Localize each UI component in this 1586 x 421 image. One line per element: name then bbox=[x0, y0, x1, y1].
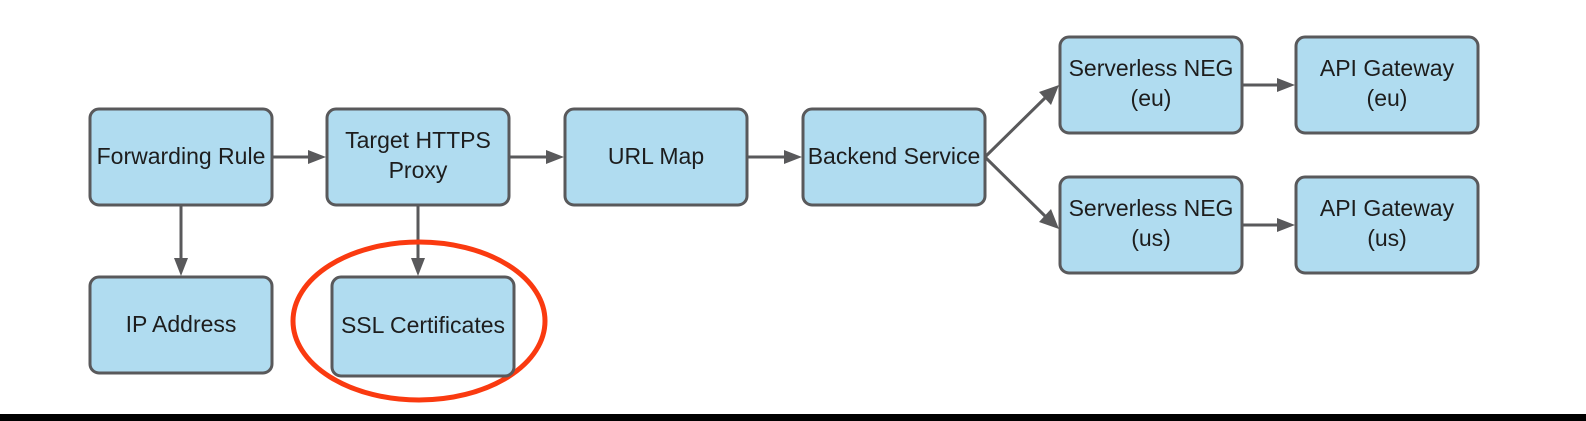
edge-forwarding-rule-to-ip-address bbox=[174, 205, 188, 276]
edge-forwarding-rule-to-target-https-proxy bbox=[272, 150, 326, 164]
edge-target-https-proxy-to-url-map bbox=[509, 150, 564, 164]
node-layer: Forwarding Rule Target HTTPS Proxy URL M… bbox=[88, 35, 1480, 378]
node-api-gateway-eu-label-line2: (eu) bbox=[1367, 85, 1408, 111]
node-target-https-proxy-label-line1: Target HTTPS bbox=[345, 127, 491, 153]
node-serverless-neg-eu-label-line1: Serverless NEG bbox=[1069, 55, 1234, 81]
node-serverless-neg-us[interactable]: Serverless NEG (us) bbox=[1058, 175, 1244, 275]
node-api-gateway-us[interactable]: API Gateway (us) bbox=[1294, 175, 1480, 275]
node-api-gateway-eu-shape[interactable] bbox=[1294, 35, 1480, 135]
node-target-https-proxy-label-line2: Proxy bbox=[389, 157, 448, 183]
bottom-bar bbox=[0, 414, 1586, 421]
node-ssl-certificates-shape[interactable] bbox=[330, 275, 516, 378]
node-ssl-certificates-label: SSL Certificates bbox=[341, 312, 505, 338]
edge-backend-service-to-serverless-neg-us bbox=[983, 155, 1059, 229]
node-api-gateway-us-label-line1: API Gateway bbox=[1320, 195, 1455, 221]
node-ip-address-label: IP Address bbox=[126, 311, 237, 337]
node-url-map-shape[interactable] bbox=[563, 107, 749, 207]
node-forwarding-rule-label: Forwarding Rule bbox=[97, 143, 266, 169]
node-url-map-label: URL Map bbox=[608, 143, 704, 169]
node-serverless-neg-eu-label-line2: (eu) bbox=[1131, 85, 1172, 111]
node-serverless-neg-us-label-line1: Serverless NEG bbox=[1069, 195, 1234, 221]
node-serverless-neg-eu-shape[interactable] bbox=[1058, 35, 1244, 135]
node-api-gateway-us-label-line2: (us) bbox=[1367, 225, 1407, 251]
node-serverless-neg-us-shape[interactable] bbox=[1058, 175, 1244, 275]
node-ip-address-shape[interactable] bbox=[88, 275, 274, 375]
node-backend-service-shape[interactable] bbox=[801, 107, 987, 207]
ssl-certificates-highlight-ellipse bbox=[290, 239, 548, 403]
node-ip-address[interactable]: IP Address bbox=[88, 275, 274, 375]
node-api-gateway-eu-label-line1: API Gateway bbox=[1320, 55, 1455, 81]
edge-serverless-neg-us-to-api-gateway-us bbox=[1242, 218, 1295, 232]
node-ssl-certificates[interactable]: SSL Certificates bbox=[330, 275, 516, 378]
node-api-gateway-eu[interactable]: API Gateway (eu) bbox=[1294, 35, 1480, 135]
node-api-gateway-us-shape[interactable] bbox=[1294, 175, 1480, 275]
edge-target-https-proxy-to-ssl-certificates bbox=[411, 205, 425, 276]
node-serverless-neg-us-label-line2: (us) bbox=[1131, 225, 1171, 251]
edge-url-map-to-backend-service bbox=[747, 150, 802, 164]
node-backend-service-label: Backend Service bbox=[808, 143, 981, 169]
node-forwarding-rule-shape[interactable] bbox=[88, 107, 274, 207]
node-backend-service[interactable]: Backend Service bbox=[801, 107, 987, 207]
edge-backend-service-to-serverless-neg-eu bbox=[983, 85, 1059, 159]
edge-layer bbox=[174, 78, 1295, 276]
node-target-https-proxy[interactable]: Target HTTPS Proxy bbox=[325, 107, 511, 207]
node-url-map[interactable]: URL Map bbox=[563, 107, 749, 207]
node-target-https-proxy-shape[interactable] bbox=[325, 107, 511, 207]
edge-serverless-neg-eu-to-api-gateway-eu bbox=[1242, 78, 1295, 92]
node-forwarding-rule[interactable]: Forwarding Rule bbox=[88, 107, 274, 207]
node-serverless-neg-eu[interactable]: Serverless NEG (eu) bbox=[1058, 35, 1244, 135]
